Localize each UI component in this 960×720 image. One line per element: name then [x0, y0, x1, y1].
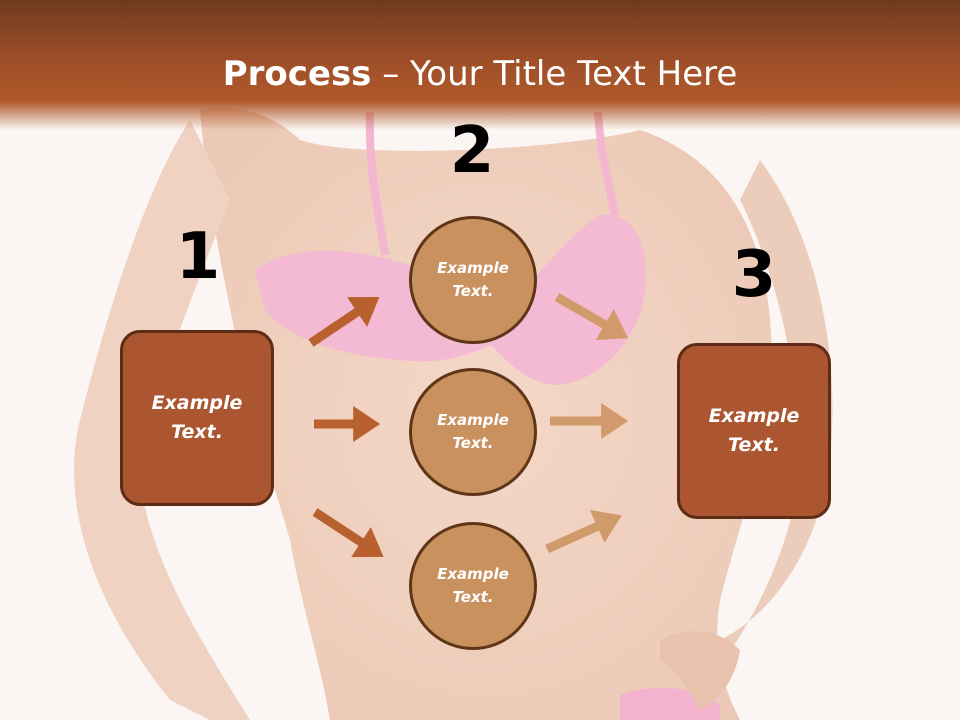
step-number-3: 3	[731, 238, 777, 312]
circle-1-text: Example Text.	[437, 259, 509, 300]
title-bold: Process	[222, 54, 372, 94]
slide-title: Process – Your Title Text Here	[0, 52, 960, 96]
title-bar	[0, 0, 960, 130]
step-box-1: Example Text.	[120, 330, 274, 506]
circle-3: Example Text.	[409, 522, 537, 650]
arrow-circle3-to-box3	[545, 510, 622, 554]
step-number-2: 2	[449, 114, 495, 188]
arrow-circle1-to-box3	[554, 293, 629, 341]
circle-2: Example Text.	[409, 368, 537, 496]
step-box-1-text: Example Text.	[151, 392, 243, 443]
step-box-3: Example Text.	[677, 343, 831, 519]
step-box-3-text: Example Text.	[708, 405, 800, 456]
title-rest: – Your Title Text Here	[371, 54, 738, 94]
arrow-box1-to-circle1	[308, 296, 380, 347]
arrow-box1-to-circle3	[312, 508, 384, 558]
left-arm-shape	[74, 120, 250, 720]
circle-3-text: Example Text.	[437, 565, 509, 606]
step-number-1: 1	[175, 220, 221, 294]
circle-2-text: Example Text.	[437, 411, 509, 452]
circle-1: Example Text.	[409, 216, 537, 344]
right-arm-shape	[690, 160, 833, 700]
